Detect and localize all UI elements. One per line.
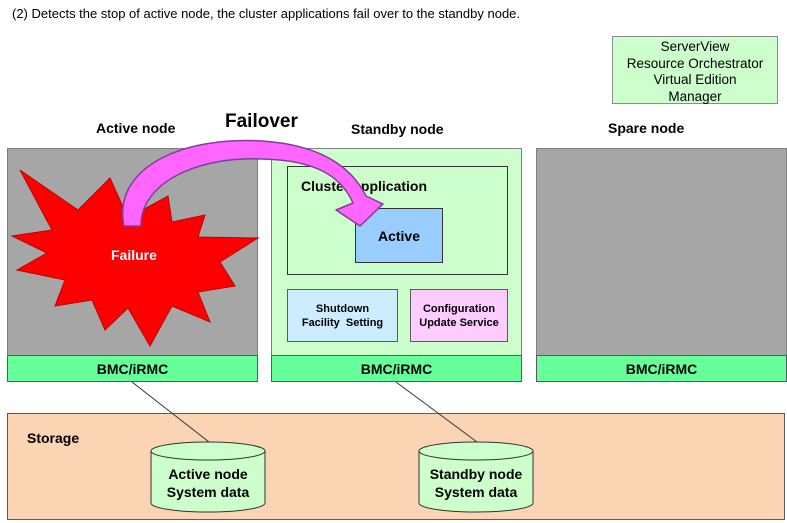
- active-system-data-cylinder: [150, 441, 266, 513]
- spare-node-bmc: BMC/iRMC: [536, 355, 787, 382]
- failure-label: Failure: [111, 247, 157, 263]
- active-node-bmc: BMC/iRMC: [7, 355, 258, 382]
- failover-label: Failover: [225, 111, 298, 132]
- standby-system-data-label: Standby node System data: [419, 465, 533, 501]
- cluster-application-title: Cluster application: [301, 178, 428, 194]
- standby-system-data-cylinder: [418, 441, 534, 513]
- shutdown-line: Facility Setting: [301, 316, 384, 329]
- manager-line: Virtual Edition: [653, 72, 737, 87]
- storage-label: Storage: [27, 430, 80, 446]
- active-system-data-label: Active node System data: [151, 465, 265, 501]
- cylinder-line: Active node: [168, 466, 248, 482]
- manager-box: ServerView Resource Orchestrator Virtual…: [612, 36, 778, 104]
- configuration-update-box: Configuration Update Service: [410, 289, 508, 342]
- standby-node-label: Standby node: [351, 121, 444, 137]
- config-line: Update Service: [419, 316, 499, 329]
- failover-arrow-shape: [121, 139, 384, 227]
- manager-line: Resource Orchestrator: [626, 55, 764, 71]
- cylinder-line: Standby node: [429, 466, 523, 482]
- config-line: Configuration: [422, 302, 496, 315]
- shutdown-facility-box: Shutdown Facility Setting: [287, 289, 398, 342]
- manager-line: Manager: [668, 88, 722, 104]
- active-node-label: Active node: [96, 120, 176, 136]
- manager-line: ServerView: [660, 39, 730, 54]
- standby-storage-connector: [395, 381, 478, 443]
- diagram-caption: (2) Detects the stop of active node, the…: [12, 6, 521, 21]
- storage-area: [7, 413, 785, 520]
- failure-star-shape: [10, 169, 260, 348]
- cylinder-line: System data: [434, 484, 518, 500]
- cylinder-line: System data: [166, 484, 250, 500]
- shutdown-line: Shutdown: [315, 302, 370, 315]
- standby-node-bmc: BMC/iRMC: [271, 355, 522, 382]
- spare-node-label: Spare node: [608, 120, 685, 136]
- active-storage-connector: [131, 381, 210, 443]
